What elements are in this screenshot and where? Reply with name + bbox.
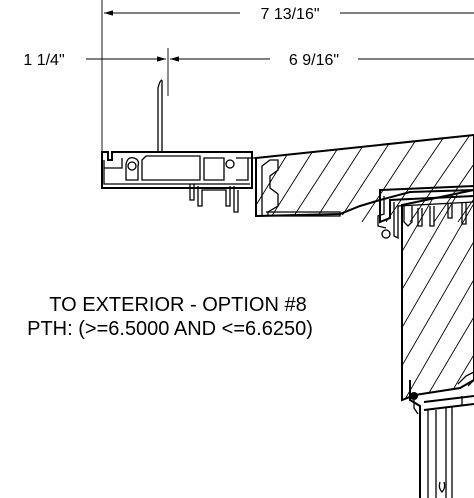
head-wood-member — [255, 133, 474, 223]
right-dimension-text: 6 9/16" — [289, 52, 339, 69]
glazing-assembly — [409, 371, 474, 498]
option-note: TO EXTERIOR - OPTION #8 PTH: (>=6.5000 A… — [27, 294, 313, 340]
frame-extrusion — [101, 79, 341, 217]
sash-head-cladding — [377, 184, 474, 240]
split-dimension: 1 1/4" 6 9/16" — [23, 48, 474, 96]
left-dimension-text: 1 1/4" — [23, 52, 64, 69]
note-line-2: PTH: (>=6.5000 AND <=6.6250) — [27, 318, 313, 340]
overall-dimension: 7 13/16" — [101, 0, 474, 152]
overall-dimension-text: 7 13/16" — [260, 6, 319, 23]
weatherstrip — [410, 392, 418, 400]
note-line-1: TO EXTERIOR - OPTION #8 — [49, 294, 306, 316]
sash-jamb-wood — [401, 188, 474, 402]
